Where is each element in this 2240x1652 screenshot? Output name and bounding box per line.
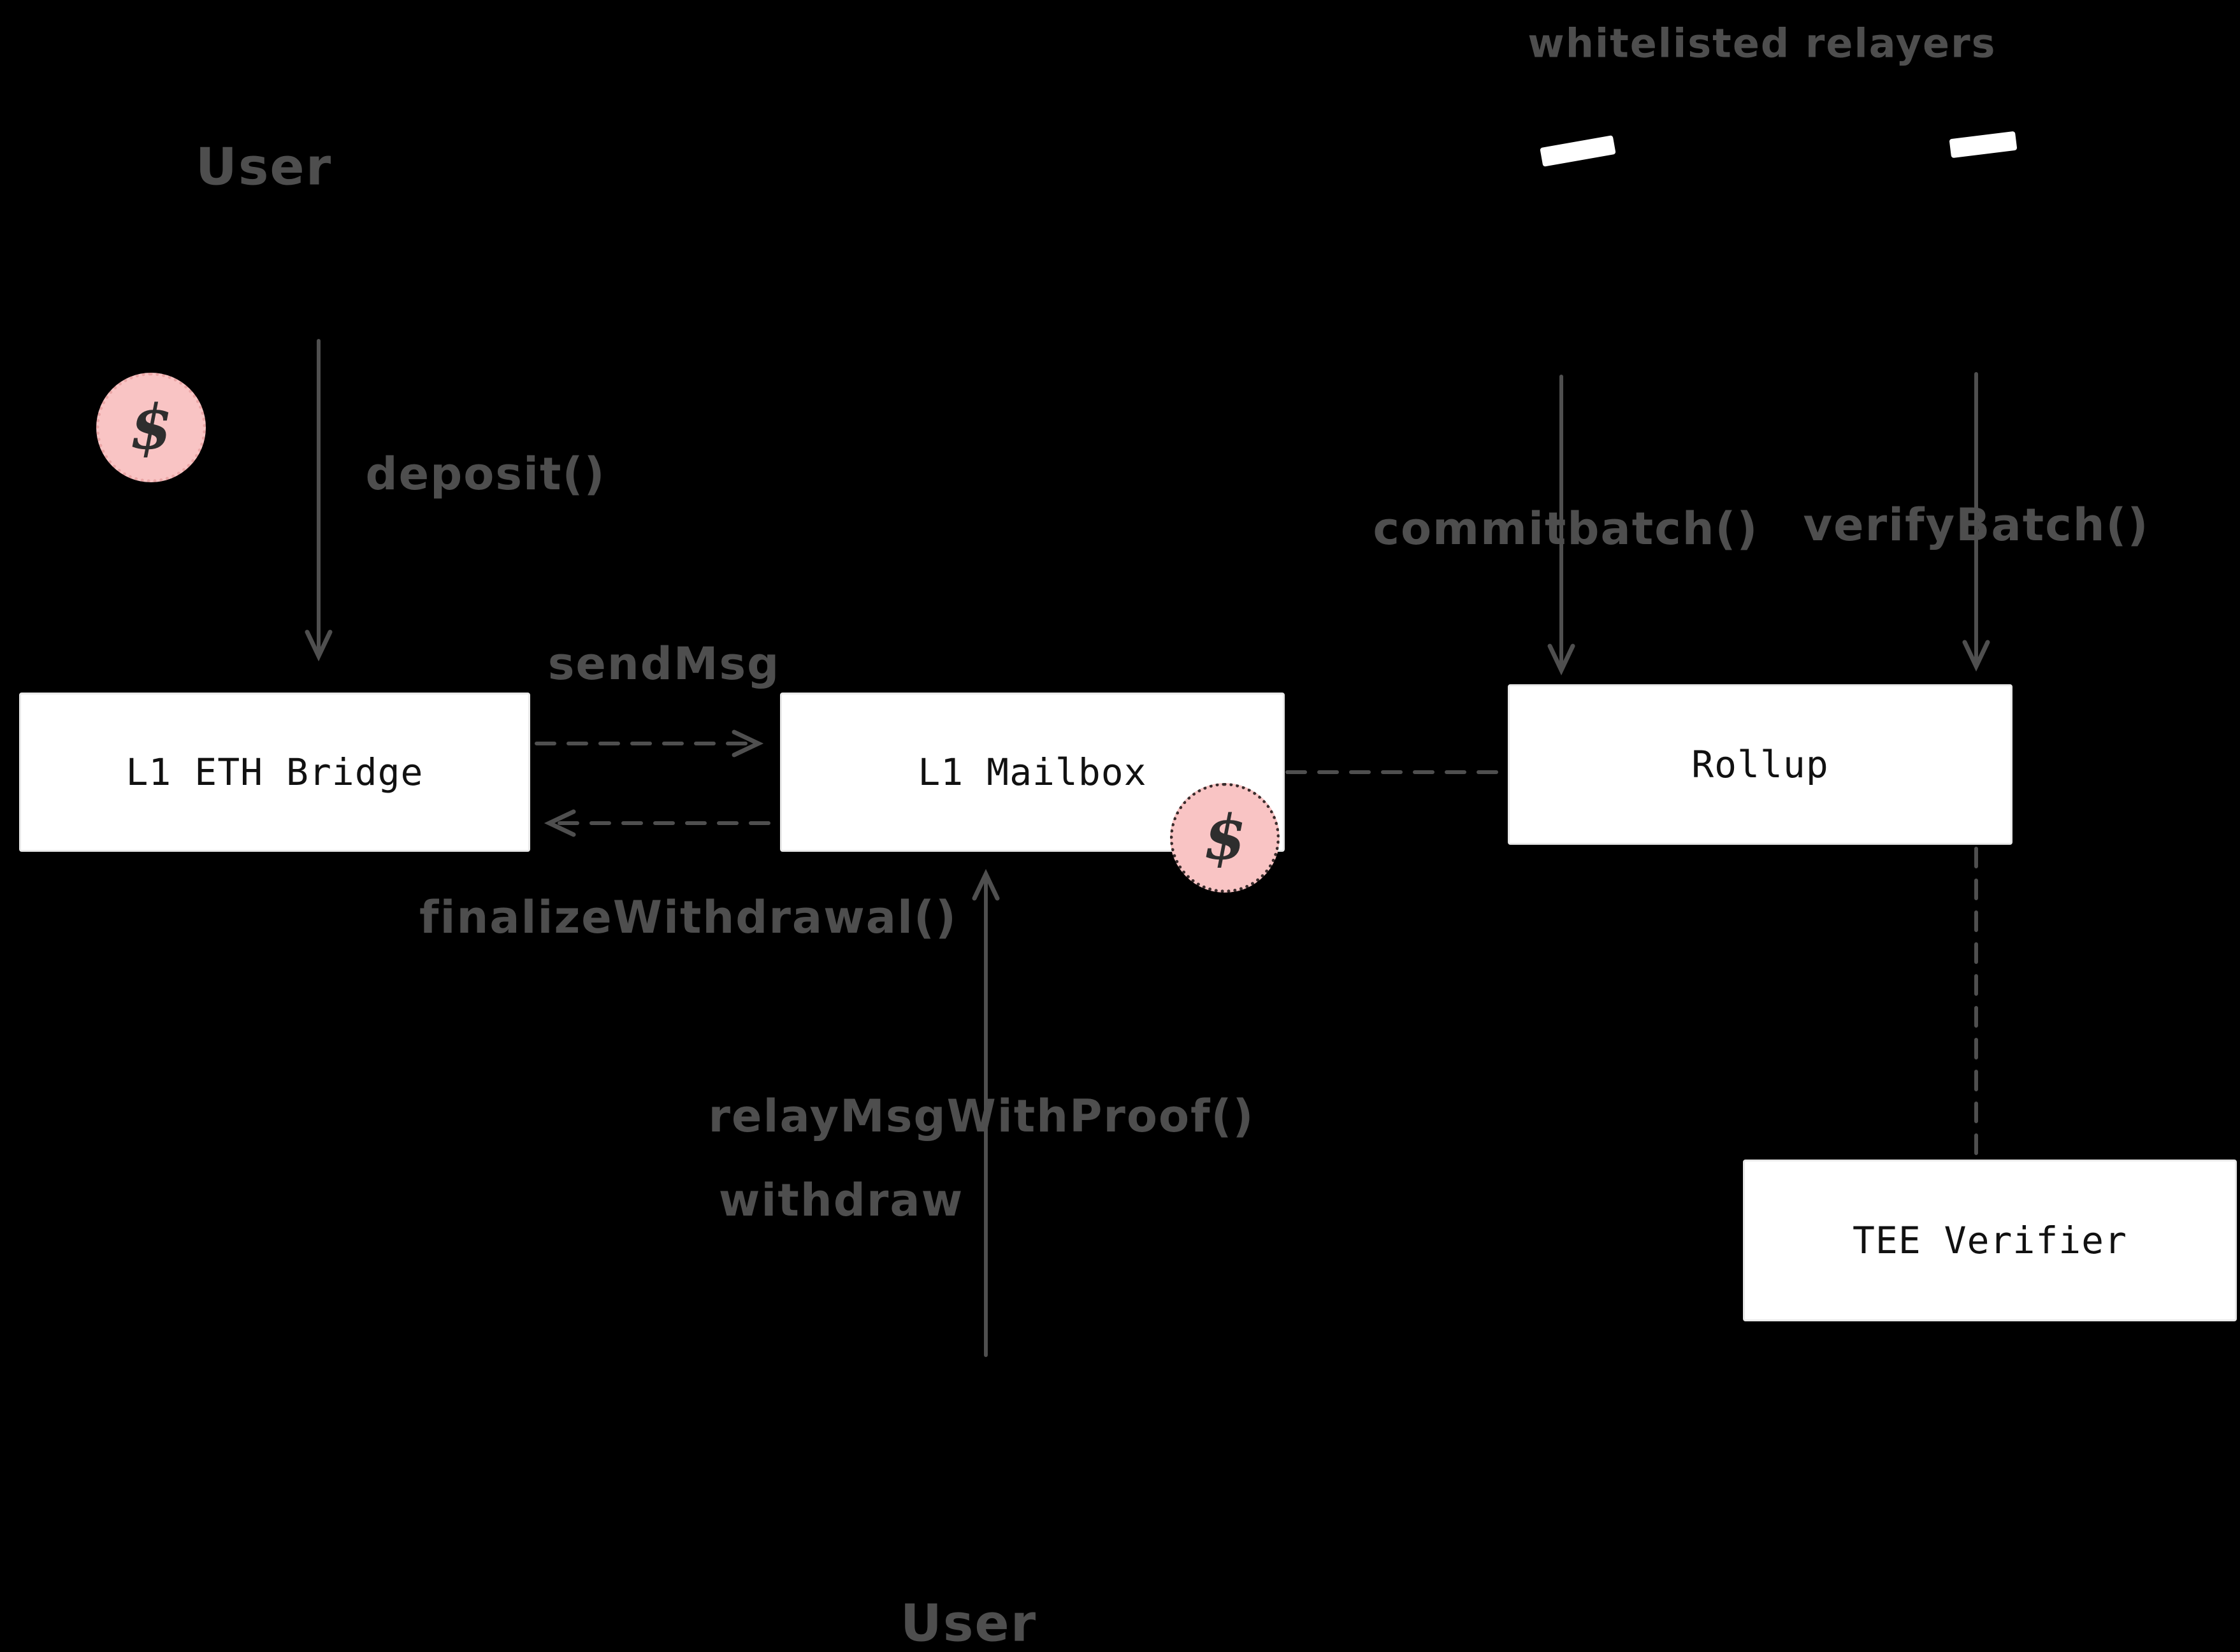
node-l1-eth-bridge: L1 ETH Bridge [19, 693, 530, 852]
node-l1-mailbox: L1 Mailbox [780, 693, 1285, 852]
whitelisted-relayers-label: whitelisted relayers [1528, 20, 1997, 67]
node-rollup: Rollup [1508, 684, 2012, 845]
node-tee-verifier: TEE Verifier [1743, 1160, 2237, 1321]
finalize-withdrawal-label: finalizeWithdrawal() [419, 891, 957, 944]
user-top-label: User [195, 137, 333, 197]
send-msg-label: sendMsg [547, 638, 781, 690]
l1-eth-bridge-label: L1 ETH Bridge [126, 751, 424, 794]
tee-verifier-label: TEE Verifier [1852, 1219, 2128, 1262]
commit-batch-label: commitbatch() [1373, 503, 1759, 555]
l1-mailbox-label: L1 Mailbox [918, 751, 1147, 794]
deposit-label: deposit() [365, 448, 606, 500]
rollup-label: Rollup [1691, 743, 1829, 786]
dollar-sign: $ [1203, 801, 1246, 873]
withdraw-label: withdraw [718, 1174, 964, 1226]
money-token-icon: $ [96, 373, 206, 482]
money-token-icon: $ [1170, 783, 1280, 893]
relayer-laptop-icon [1540, 135, 1616, 167]
dollar-sign: $ [129, 391, 173, 463]
relay-msg-with-proof-label: relayMsgWithProof() [708, 1090, 1255, 1142]
relayer-laptop-icon [1949, 131, 2018, 159]
user-bottom-label: User [900, 1593, 1037, 1652]
verify-batch-label: verifyBatch() [1803, 499, 2150, 551]
